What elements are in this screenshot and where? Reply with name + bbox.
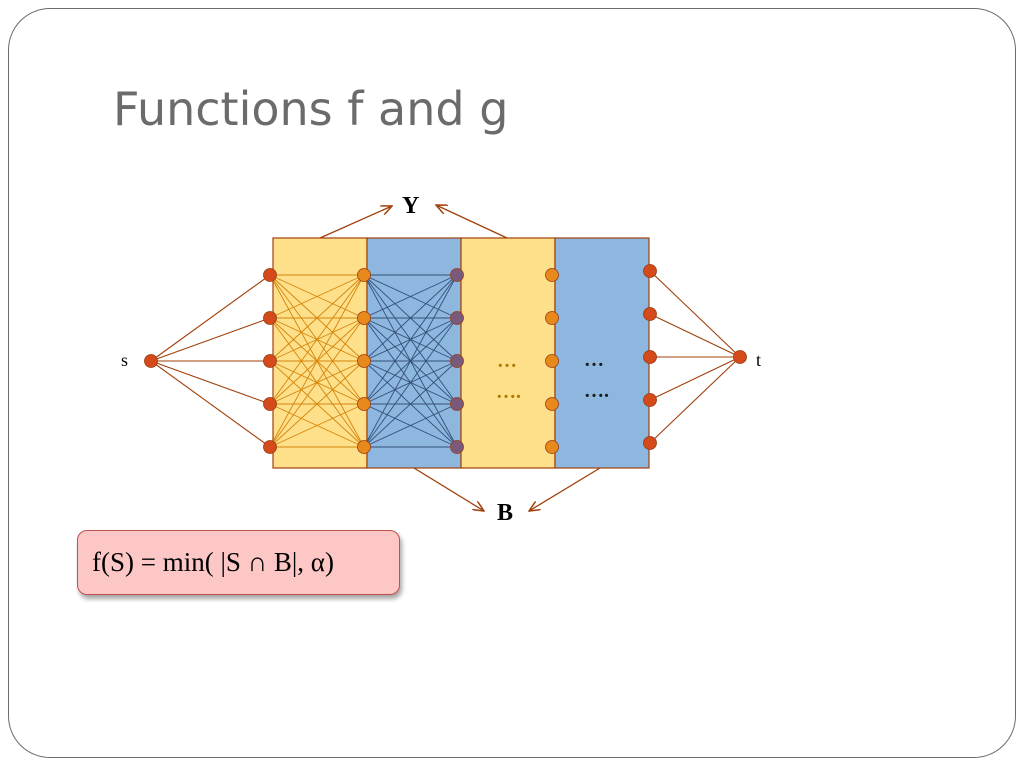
- layer-3-node: [450, 268, 464, 282]
- layer-5-node: [643, 264, 657, 278]
- sink-node: [733, 350, 747, 364]
- yellow-ellipsis-top: …: [497, 350, 517, 372]
- yellow-mesh-edge: [269, 274, 365, 319]
- arrow-to-y-right: [436, 205, 508, 239]
- yellow-mesh-edge: [269, 317, 365, 448]
- blue-mesh-edge: [363, 274, 458, 405]
- blue-ellipsis-top: …: [584, 349, 604, 371]
- layer-4-node: [545, 440, 559, 454]
- blue-mesh-edge: [363, 274, 458, 362]
- layer-4-node: [545, 268, 559, 282]
- sink-edge: [649, 270, 741, 358]
- source-node: [144, 354, 158, 368]
- layer-2-node: [357, 311, 371, 325]
- formula-text: f(S) = min( |S ∩ B|, α): [92, 547, 334, 577]
- b-label: B: [497, 500, 513, 526]
- arrow-to-y-left: [319, 206, 392, 239]
- layer-2-node: [357, 397, 371, 411]
- source-edges: [150, 274, 271, 448]
- layer-1-node: [263, 268, 277, 282]
- layer-3-node: [450, 354, 464, 368]
- layer-1-node: [263, 354, 277, 368]
- layer-2-node: [357, 268, 371, 282]
- source-label: s: [121, 350, 128, 370]
- yellow-ellipsis-bottom: ….: [496, 381, 521, 403]
- layer-5-node: [643, 307, 657, 321]
- formula-box: f(S) = min( |S ∩ B|, α): [77, 530, 400, 595]
- layer-2-node: [357, 440, 371, 454]
- yellow-mesh-edge: [269, 403, 365, 448]
- layer-1-node: [263, 311, 277, 325]
- sink-edge: [649, 313, 741, 358]
- yellow-complete-bipartite-edges: [269, 274, 365, 448]
- layer-2-node: [357, 354, 371, 368]
- slide-title: Functions f and g: [113, 82, 509, 136]
- layer-4-node: [545, 354, 559, 368]
- yellow-mesh-edge: [269, 274, 365, 448]
- layer-5-node: [643, 436, 657, 450]
- layer-5-node: [643, 350, 657, 364]
- blue-mesh-edge: [363, 274, 458, 448]
- blue-mesh-edge: [363, 403, 458, 448]
- source-edge: [150, 317, 271, 362]
- blue-mesh-edge: [363, 360, 458, 448]
- yellow-mesh-edge: [269, 274, 365, 362]
- sink-label: t: [756, 350, 761, 370]
- node-layer: [144, 264, 747, 454]
- yellow-mesh-edge: [269, 274, 365, 405]
- y-label: Y: [402, 193, 419, 219]
- layer-3-node: [450, 311, 464, 325]
- layer-4-node: [545, 311, 559, 325]
- layer-3-node: [450, 440, 464, 454]
- yellow-column-2: [460, 237, 556, 469]
- arrow-to-b-left: [413, 467, 484, 511]
- layer-1-node: [263, 397, 277, 411]
- layer-5-node: [643, 393, 657, 407]
- blue-ellipsis-bottom: ….: [584, 380, 609, 402]
- arrow-to-b-right: [529, 467, 601, 511]
- source-edge: [150, 274, 271, 362]
- blue-mesh-edge: [363, 317, 458, 448]
- blue-column-2: [554, 237, 650, 469]
- blue-complete-bipartite-edges: [363, 274, 458, 448]
- sink-edges: [649, 270, 741, 444]
- layer-3-node: [450, 397, 464, 411]
- yellow-mesh-edge: [269, 360, 365, 448]
- blue-mesh-edge: [363, 274, 458, 319]
- layer-1-node: [263, 440, 277, 454]
- source-edge: [150, 360, 271, 405]
- source-edge: [150, 360, 271, 448]
- sink-edge: [649, 356, 741, 401]
- layer-4-node: [545, 397, 559, 411]
- sink-edge: [649, 356, 741, 444]
